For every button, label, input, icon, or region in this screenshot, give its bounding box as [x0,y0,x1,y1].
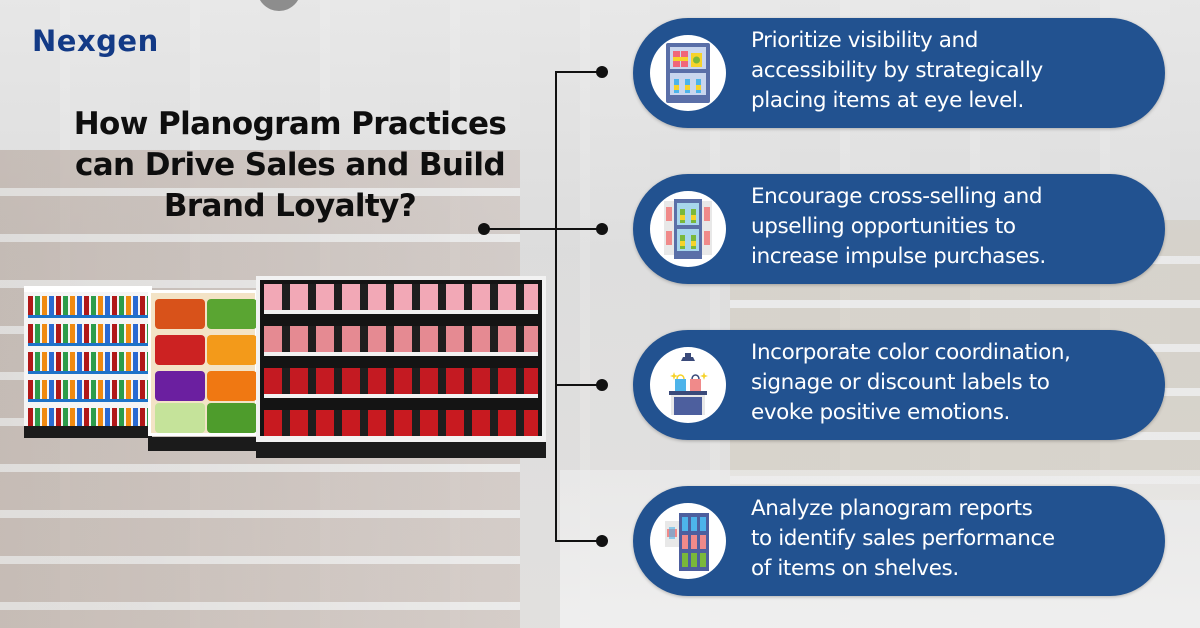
title-line-2: can Drive Sales and Build [74,147,506,183]
shelf-report-icon [665,513,709,571]
page-title: How Planogram Practices can Drive Sales … [30,104,550,227]
tip-text: Encourage cross-selling and upselling op… [751,182,1145,272]
display-fridge-icon [666,43,710,103]
connector-branch-4 [555,540,602,542]
display-counter-bags-icon [669,353,708,415]
supermarket-shelves-illustration [24,272,546,458]
connector-dot-3 [596,379,608,391]
tip-line: Analyze planogram reports [751,496,1033,521]
tip-line: to identify sales performance [751,526,1055,551]
top-decorative-circle [257,0,301,11]
tip-line: accessibility by strategically [751,58,1043,83]
icon-circle [650,191,726,267]
tip-card-color-coordination: Incorporate color coordination, signage … [633,330,1165,440]
icon-circle [650,35,726,111]
beverage-shelf [24,286,152,438]
brand-logo: Nexgen [32,24,159,58]
icon-circle [650,503,726,579]
meat-shelf [256,276,546,458]
tip-line: upselling opportunities to [751,214,1016,239]
connector-dot-2 [596,223,608,235]
tip-card-cross-selling: Encourage cross-selling and upselling op… [633,174,1165,284]
tip-line: evoke positive emotions. [751,400,1010,425]
connector-dot-1 [596,66,608,78]
connector-dot-4 [596,535,608,547]
title-line-3: Brand Loyalty? [163,188,417,224]
beverage-cooler-icon [664,199,712,259]
tip-line: placing items at eye level. [751,88,1024,113]
tip-line: Encourage cross-selling and [751,184,1043,209]
title-line-1: How Planogram Practices [73,106,507,142]
icon-circle [650,347,726,423]
tip-line: Prioritize visibility and [751,28,978,53]
tip-card-reports: Analyze planogram reports to identify sa… [633,486,1165,596]
tip-text: Analyze planogram reports to identify sa… [751,494,1145,584]
tip-card-visibility: Prioritize visibility and accessibility … [633,18,1165,128]
tip-text: Incorporate color coordination, signage … [751,338,1145,428]
tip-line: increase impulse purchases. [751,244,1046,269]
connector-branch-3 [555,384,602,386]
connector-branch-1 [555,71,602,73]
connector-title-branch [484,228,602,230]
tip-line: of items on shelves. [751,556,959,581]
connector-vertical [555,72,557,542]
tip-line: signage or discount labels to [751,370,1050,395]
tip-line: Incorporate color coordination, [751,340,1071,365]
connector-dot-title [478,223,490,235]
tip-text: Prioritize visibility and accessibility … [751,26,1145,116]
produce-shelf [148,290,258,451]
